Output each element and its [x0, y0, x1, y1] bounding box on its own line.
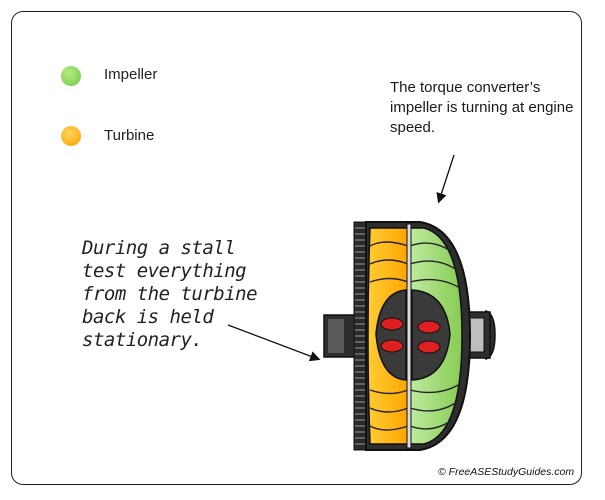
- copyright-credit: © FreeASEStudyGuides.com: [438, 466, 575, 478]
- impeller-arrow: [436, 154, 455, 204]
- impeller-callout-text: The torque converter’s impeller is turni…: [390, 79, 574, 136]
- stall-test-line: stationary.: [82, 329, 203, 351]
- impeller-legend-label: Impeller: [104, 66, 158, 83]
- impeller-legend-swatch: [61, 66, 81, 86]
- turbine-fin: [380, 317, 404, 331]
- impeller-fin: [417, 320, 441, 334]
- stall-test-arrow: [227, 324, 321, 362]
- stall-test-line: During a stall: [82, 237, 236, 259]
- diagram-frame: [11, 11, 582, 485]
- turbine-fin: [380, 339, 404, 353]
- stall-test-line: test everything: [82, 260, 247, 282]
- stall-test-line: back is held: [82, 306, 214, 328]
- turbine-legend-swatch: [61, 126, 81, 146]
- stall-test-line: from the turbine: [82, 283, 258, 305]
- stator: [375, 289, 407, 381]
- impeller-fin: [417, 340, 441, 354]
- turbine-legend-label: Turbine: [104, 127, 155, 144]
- stall-test-callout: During a stall test everything from the …: [82, 237, 282, 352]
- center-shaft: [406, 223, 412, 449]
